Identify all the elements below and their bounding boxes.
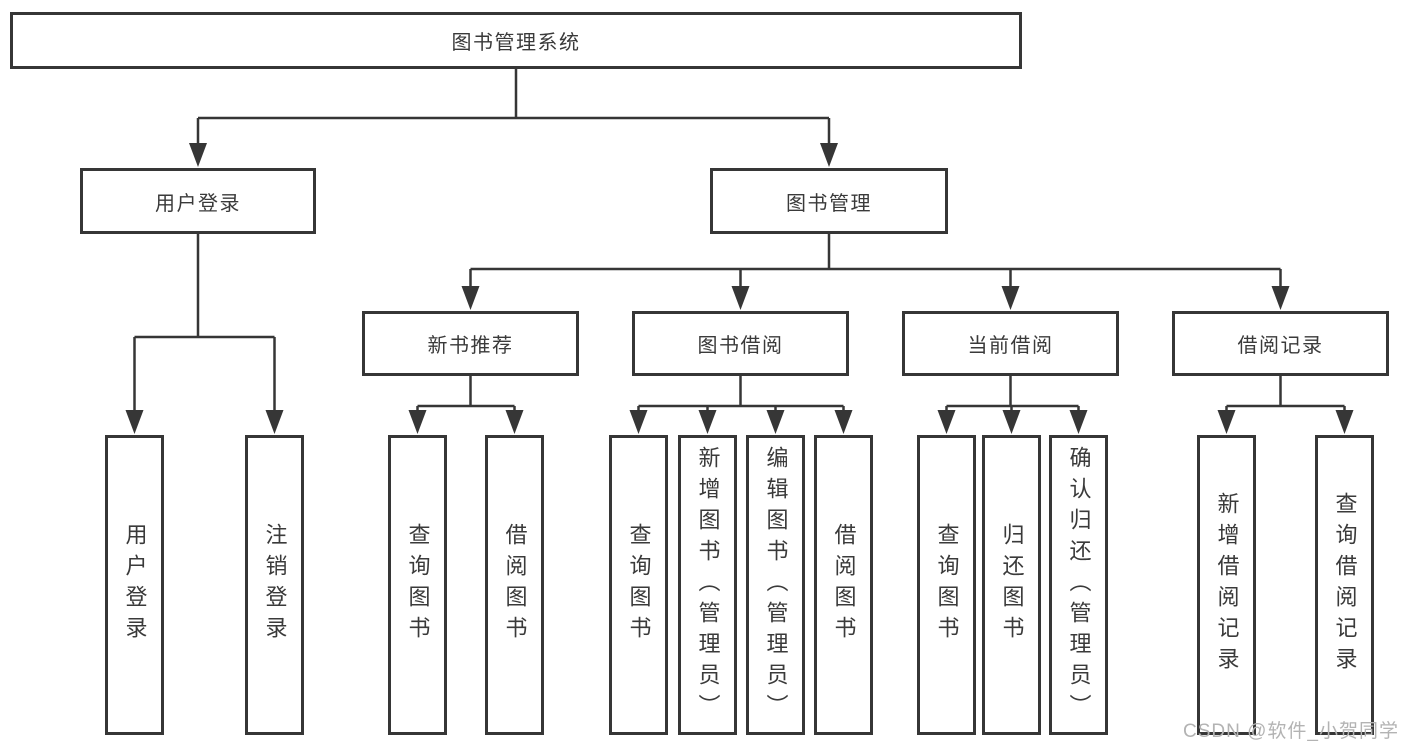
- arrow-down-icon: [1069, 410, 1088, 434]
- leaf-add-borrow-record: 新增借阅记录: [1197, 435, 1256, 735]
- leaf-label: 借阅图书: [831, 523, 857, 647]
- leaf-label: 查询借阅记录: [1332, 492, 1358, 678]
- arrow-down-icon: [834, 410, 853, 434]
- arrow-down-icon: [1335, 410, 1354, 434]
- leaf-return-books: 归还图书: [982, 435, 1041, 735]
- connector-stems: [133, 68, 1346, 412]
- node-label: 新书推荐: [427, 335, 514, 357]
- leaf-query-books: 查询图书: [917, 435, 976, 735]
- arrow-down-icon: [1001, 286, 1020, 310]
- arrow-down-icon: [820, 143, 838, 167]
- arrow-down-icon: [505, 410, 524, 434]
- node-book-borrow: 图书借阅: [632, 311, 849, 376]
- arrow-down-icon: [125, 410, 144, 434]
- leaf-label: 注销登录: [262, 523, 288, 647]
- leaf-label: 归还图书: [999, 523, 1025, 647]
- node-label: 用户登录: [155, 192, 241, 215]
- arrow-down-icon: [1271, 286, 1290, 310]
- arrow-down-icon: [698, 410, 717, 434]
- leaf-label: 新增图书（管理员）: [695, 445, 721, 725]
- arrow-down-icon: [461, 286, 480, 310]
- arrowheads: [125, 143, 1354, 434]
- arrow-down-icon: [1217, 410, 1236, 434]
- node-borrow-records: 借阅记录: [1172, 311, 1389, 376]
- leaf-label: 借阅图书: [502, 523, 528, 647]
- leaf-label: 新增借阅记录: [1214, 492, 1240, 678]
- arrow-down-icon: [408, 410, 427, 434]
- leaf-borrow-books: 借阅图书: [814, 435, 873, 735]
- leaf-query-books: 查询图书: [609, 435, 668, 735]
- node-label: 当前借阅: [967, 335, 1054, 357]
- csdn-watermark: CSDN @软件_小贺同学: [1183, 721, 1399, 742]
- arrow-down-icon: [731, 286, 750, 310]
- node-label: 图书管理系统: [451, 32, 581, 54]
- node-label: 图书借阅: [697, 335, 784, 357]
- node-user-login: 用户登录: [80, 168, 316, 234]
- leaf-label: 确认归还（管理员）: [1066, 445, 1092, 725]
- arrow-down-icon: [937, 410, 956, 434]
- node-new-book-recommend: 新书推荐: [362, 311, 579, 376]
- arrow-down-icon: [766, 410, 785, 434]
- leaf-label: 查询图书: [626, 523, 652, 647]
- node-label: 图书管理: [786, 192, 872, 215]
- arrow-down-icon: [265, 410, 284, 434]
- leaf-add-books-admin: 新增图书（管理员）: [678, 435, 737, 735]
- leaf-query-borrow-record: 查询借阅记录: [1315, 435, 1374, 735]
- node-book-management: 图书管理: [710, 168, 948, 234]
- leaf-logout: 注销登录: [245, 435, 304, 735]
- node-label: 借阅记录: [1237, 335, 1324, 357]
- leaf-user-login: 用户登录: [105, 435, 164, 735]
- arrow-down-icon: [1002, 410, 1021, 434]
- arrow-down-icon: [189, 143, 207, 167]
- leaf-label: 用户登录: [122, 523, 148, 647]
- leaf-confirm-return-admin: 确认归还（管理员）: [1049, 435, 1108, 735]
- leaf-label: 查询图书: [934, 523, 960, 647]
- node-library-management-system: 图书管理系统: [10, 12, 1022, 69]
- leaf-query-books: 查询图书: [388, 435, 447, 735]
- node-current-borrow: 当前借阅: [902, 311, 1119, 376]
- leaf-edit-books-admin: 编辑图书（管理员）: [746, 435, 805, 735]
- leaf-label: 编辑图书（管理员）: [763, 445, 789, 725]
- leaf-borrow-books: 借阅图书: [485, 435, 544, 735]
- leaf-label: 查询图书: [405, 523, 431, 647]
- arrow-down-icon: [629, 410, 648, 434]
